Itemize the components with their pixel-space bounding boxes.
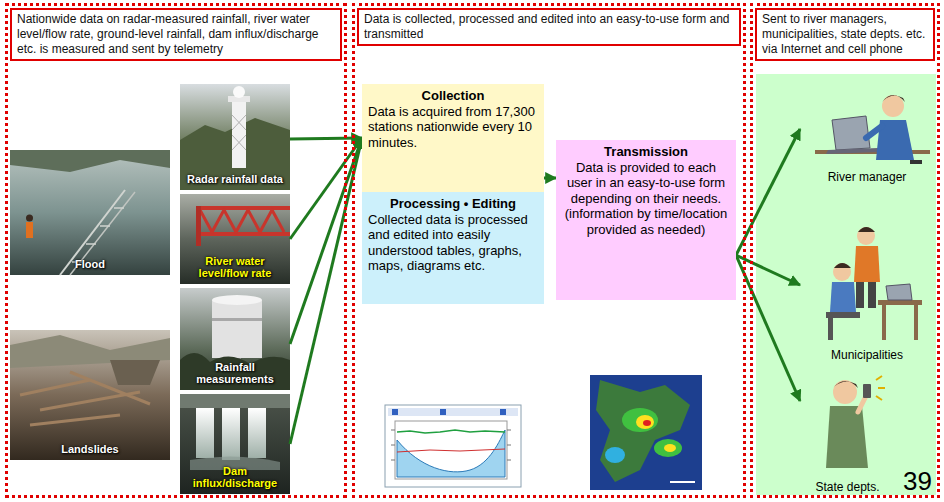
box-body: Data is provided to each user in an easy… — [562, 160, 730, 207]
photo-panel: Landslides — [10, 330, 170, 460]
box-heading: Collection — [368, 88, 538, 104]
region-header: Nationwide data on radar-measured rainfa… — [10, 8, 342, 61]
box-body: Collected data is processed and edited i… — [368, 212, 538, 274]
user-label: State depts. — [815, 480, 879, 494]
user-node: State depts. — [800, 370, 895, 494]
municipalities-icon — [826, 227, 922, 340]
photo-panel: River water level/flow rate — [180, 194, 290, 284]
dam-photo — [180, 394, 290, 494]
process-region: Data is collected, processed and edited … — [352, 3, 746, 498]
photo-label: River water level/flow rate — [183, 255, 287, 280]
photo-panel: Dam influx/discharge — [180, 394, 290, 494]
flow-arrow — [544, 177, 556, 180]
user-region: Sent to river managers, municipalities, … — [750, 3, 940, 498]
river-manager-icon — [815, 95, 930, 164]
box-body: Data is acquired from 17,300 stations na… — [368, 104, 538, 151]
source-region: Nationwide data on radar-measured rainfa… — [5, 3, 347, 498]
photo-panel: Flood — [10, 150, 170, 275]
user-panel — [756, 74, 936, 495]
user-node: Municipalities — [800, 222, 934, 362]
page-number: 39 — [903, 468, 932, 494]
box-heading: Transmission — [562, 144, 730, 160]
process-box: TransmissionData is provided to each use… — [556, 140, 736, 300]
state-depts-icon — [826, 376, 885, 468]
box-heading: Processing • Editing — [368, 196, 538, 212]
rain-gauge-photo — [180, 288, 290, 390]
process-box: CollectionData is acquired from 17,300 s… — [362, 84, 544, 192]
chart-image — [385, 405, 521, 487]
photo-panel: Rainfall measurements — [180, 288, 290, 390]
user-node: River manager — [800, 84, 934, 184]
photo-label: Dam influx/discharge — [183, 465, 287, 490]
radar-map-image — [590, 375, 702, 490]
photo-label: Landslides — [61, 443, 118, 456]
photo-label: Flood — [75, 258, 105, 271]
region-header: Sent to river managers, municipalities, … — [755, 8, 935, 61]
region-header: Data is collected, processed and edited … — [357, 8, 741, 46]
flood-photo — [10, 150, 170, 275]
user-label: River manager — [828, 170, 907, 184]
photo-panel: Radar rainfall data — [180, 84, 290, 190]
process-box: Processing • EditingCollected data is pr… — [362, 192, 544, 304]
photo-label: Radar rainfall data — [187, 173, 283, 186]
user-label: Municipalities — [831, 348, 903, 362]
photo-label: Rainfall measurements — [183, 361, 287, 386]
box-note: (information by time/location provided a… — [562, 206, 730, 237]
radar-photo — [180, 84, 290, 190]
river-gauge-photo — [180, 194, 290, 284]
landslide-photo — [10, 330, 170, 460]
